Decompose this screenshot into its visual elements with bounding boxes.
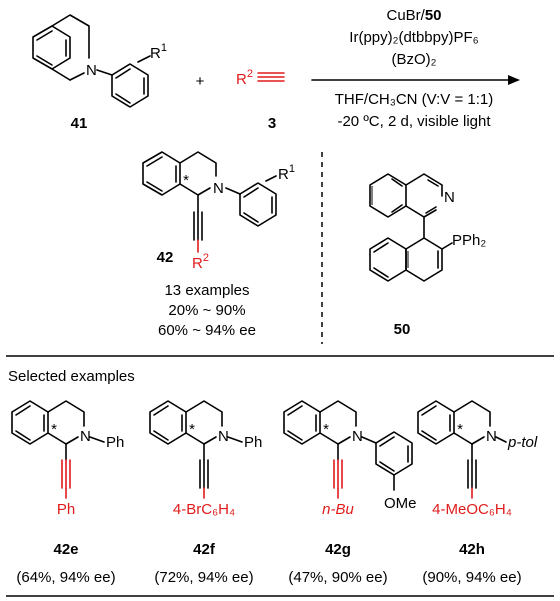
reactant-3-substituent: R2 bbox=[236, 68, 253, 88]
condition-photocatalyst: Ir(ppy)₂(dtbbpy)PF₆ bbox=[349, 29, 478, 46]
condition-catalyst: CuBr/50 bbox=[386, 7, 441, 24]
example-42g-alkyne-substituent: n-Bu bbox=[322, 501, 354, 518]
example-42e-label: 42e bbox=[53, 541, 78, 558]
reactant-41-label: 41 bbox=[71, 115, 88, 132]
ligand-50-nitrogen: N bbox=[444, 189, 455, 206]
example-42h-n-substituent: p-tol bbox=[507, 434, 538, 451]
reactant-3-label: 3 bbox=[268, 115, 276, 132]
example-42h-stereocenter: * bbox=[457, 421, 463, 438]
product-42-structure bbox=[142, 151, 277, 253]
product-42-r1: R1 bbox=[278, 163, 295, 183]
example-42e-alkyne-substituent: Ph bbox=[57, 501, 75, 518]
example-42f-n-substituent: Ph bbox=[244, 434, 262, 451]
example-42f-result: (72%, 94% ee) bbox=[154, 569, 253, 586]
example-42h-structure bbox=[417, 400, 507, 499]
ligand-50-label: 50 bbox=[394, 321, 411, 338]
summary-examples: 13 examples bbox=[164, 282, 249, 299]
example-42g-stereocenter: * bbox=[323, 421, 329, 438]
example-42f-structure bbox=[149, 400, 243, 499]
example-42h-result: (90%, 94% ee) bbox=[422, 569, 521, 586]
example-42h-nitrogen: N bbox=[486, 428, 497, 445]
condition-oxidant: (BzO)₂ bbox=[392, 51, 437, 68]
example-42g-result: (47%, 90% ee) bbox=[288, 569, 387, 586]
condition-temperature: -20 ºC, 2 d, visible light bbox=[337, 113, 491, 130]
summary-yield-range: 20% ~ 90% bbox=[168, 302, 245, 319]
ligand-50-structure bbox=[369, 173, 453, 282]
reactant-41-nitrogen: N bbox=[86, 62, 97, 79]
plus-sign: + bbox=[196, 73, 205, 90]
example-42f-label: 42f bbox=[193, 541, 216, 558]
reactant-3-alkyne bbox=[257, 72, 285, 82]
example-42g-label: 42g bbox=[325, 541, 351, 558]
ligand-50-phosphine: PPh₂ bbox=[452, 232, 486, 249]
example-42e-nitrogen: N bbox=[80, 428, 91, 445]
example-42h-alkyne-substituent: 4-MeOC₆H₄ bbox=[432, 501, 512, 518]
selected-examples-heading: Selected examples bbox=[8, 368, 135, 385]
example-42e-result: (64%, 94% ee) bbox=[16, 569, 115, 586]
example-42h-label: 42h bbox=[459, 541, 485, 558]
example-42f-nitrogen: N bbox=[218, 428, 229, 445]
example-42g-n-substituent: OMe bbox=[384, 495, 417, 512]
example-42f-alkyne-substituent: 4-BrC₆H₄ bbox=[173, 501, 235, 518]
example-42e-n-substituent: Ph bbox=[106, 434, 124, 451]
product-42-r2: R2 bbox=[192, 252, 209, 272]
product-42-label: 42 bbox=[157, 249, 174, 266]
example-42e-structure bbox=[11, 400, 105, 499]
condition-solvent: THF/CH₃CN (V:V = 1:1) bbox=[335, 91, 494, 108]
example-42g-nitrogen: N bbox=[352, 428, 363, 445]
reactant-41-structure bbox=[32, 14, 151, 108]
reaction-arrow bbox=[311, 75, 520, 85]
product-42-nitrogen: N bbox=[213, 180, 224, 197]
product-42-stereocenter: * bbox=[183, 172, 189, 189]
example-42e-stereocenter: * bbox=[51, 421, 57, 438]
example-42f-stereocenter: * bbox=[189, 421, 195, 438]
reactant-41-substituent: R1 bbox=[150, 42, 167, 62]
summary-ee-range: 60% ~ 94% ee bbox=[158, 322, 256, 339]
example-42g-structure bbox=[283, 400, 413, 499]
